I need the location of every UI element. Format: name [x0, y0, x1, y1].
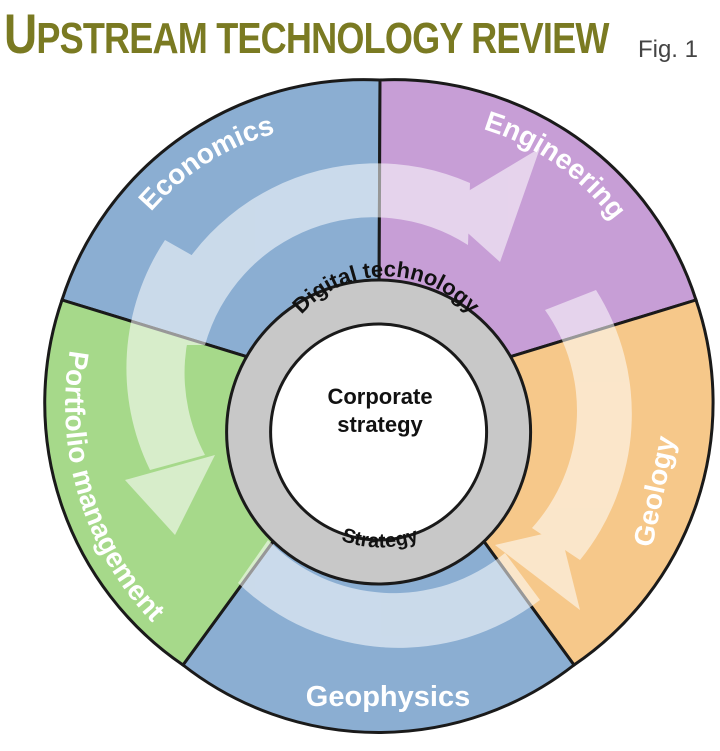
arrow-head-engineering — [440, 148, 540, 262]
page-title: UPSTREAM TECHNOLOGY REVIEW — [4, 6, 609, 62]
title-first-letter: U — [4, 2, 37, 65]
label-geophysics: Geophysics — [306, 681, 470, 713]
arrow-band-top — [150, 163, 470, 345]
center-line-1: Corporate — [327, 384, 432, 409]
center-line-2: strategy — [337, 412, 423, 437]
arrow-band-left — [126, 240, 218, 470]
figure-label: Fig. 1 — [637, 36, 698, 63]
arrow-band-right — [532, 290, 632, 560]
cycle-arrows — [125, 148, 632, 648]
arrow-band-bottom — [238, 540, 540, 648]
arrow-head-geology — [495, 530, 580, 610]
center-circle — [269, 322, 489, 542]
title-rest: PSTREAM TECHNOLOGY REVIEW — [36, 14, 609, 63]
arrow-head-portfolio — [125, 455, 215, 535]
